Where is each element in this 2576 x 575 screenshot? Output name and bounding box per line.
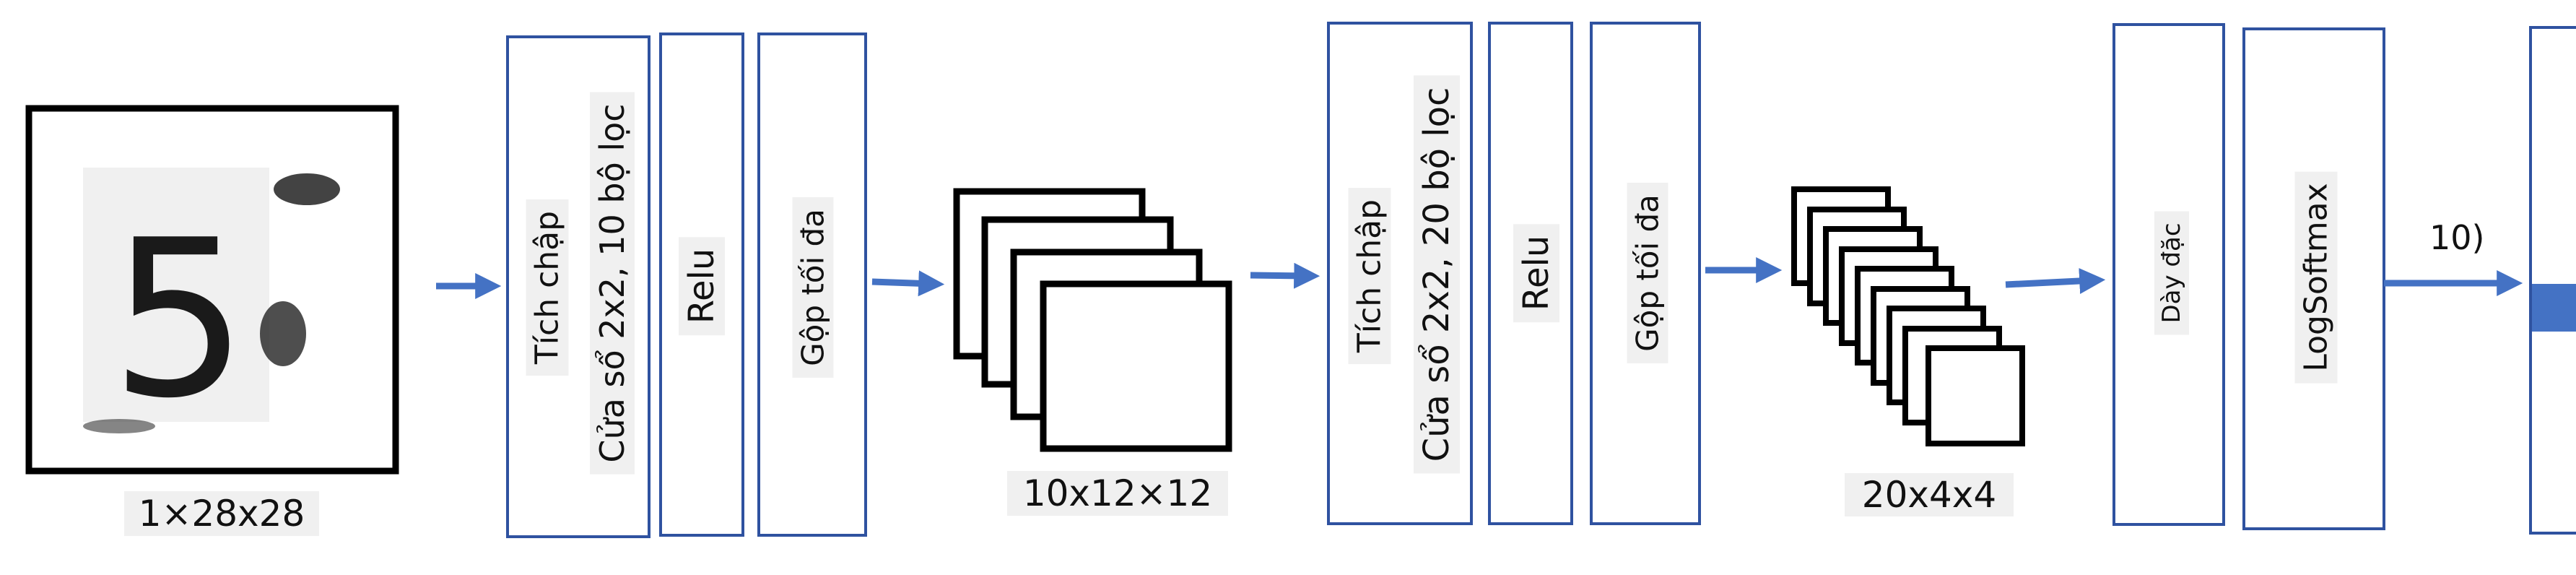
conv1-box	[506, 35, 650, 538]
input-image-patch	[83, 168, 269, 422]
conv2-params: Cửa sổ 2x2, 20 bộ lọc	[1414, 75, 1460, 474]
logsoftmax-label: LogSoftmax	[2294, 171, 2338, 384]
feat1-shape-label: 10x12×12	[1007, 471, 1228, 516]
output-vector-box	[2529, 26, 2576, 535]
logsoftmax-box	[2242, 27, 2385, 530]
relu1-label: Relu	[679, 236, 725, 336]
input-image-stroke-bottom	[83, 419, 155, 433]
relu2-box	[1488, 22, 1573, 525]
input-image-stroke-mid	[260, 301, 306, 366]
conv1-title: Tích chập	[526, 199, 569, 376]
output-highlight-cell	[2532, 284, 2576, 332]
conv2-box	[1327, 22, 1473, 525]
feature-map-stack-1	[953, 188, 1232, 452]
output-size-label: 10)	[2429, 218, 2485, 257]
conv1-params: Cửa sổ 2x2, 10 bộ lọc	[590, 92, 635, 475]
conv2-title: Tích chập	[1348, 187, 1391, 365]
feature-map-stack-2	[1791, 186, 2025, 446]
arrow-feat1-to-conv2	[1250, 262, 1320, 289]
pool2-box	[1590, 22, 1701, 525]
arrow-feat2-to-dense	[2005, 267, 2106, 294]
arrow-pool1-to-feat1	[871, 270, 945, 297]
pool1-label: Gộp tối đa	[792, 197, 834, 378]
pool2-label: Gộp tối đa	[1627, 183, 1668, 363]
pool1-box	[757, 33, 867, 537]
input-shape-label: 1×28x28	[124, 491, 319, 536]
relu1-box	[659, 33, 744, 537]
input-digit: 5	[110, 194, 248, 446]
input-image-stroke-top	[274, 173, 340, 205]
dense-box	[2112, 23, 2225, 526]
relu2-label: Relu	[1513, 223, 1559, 323]
feat2-shape-label: 20x4x4	[1845, 473, 2014, 516]
dense-label: Dày đặc	[2154, 211, 2189, 335]
